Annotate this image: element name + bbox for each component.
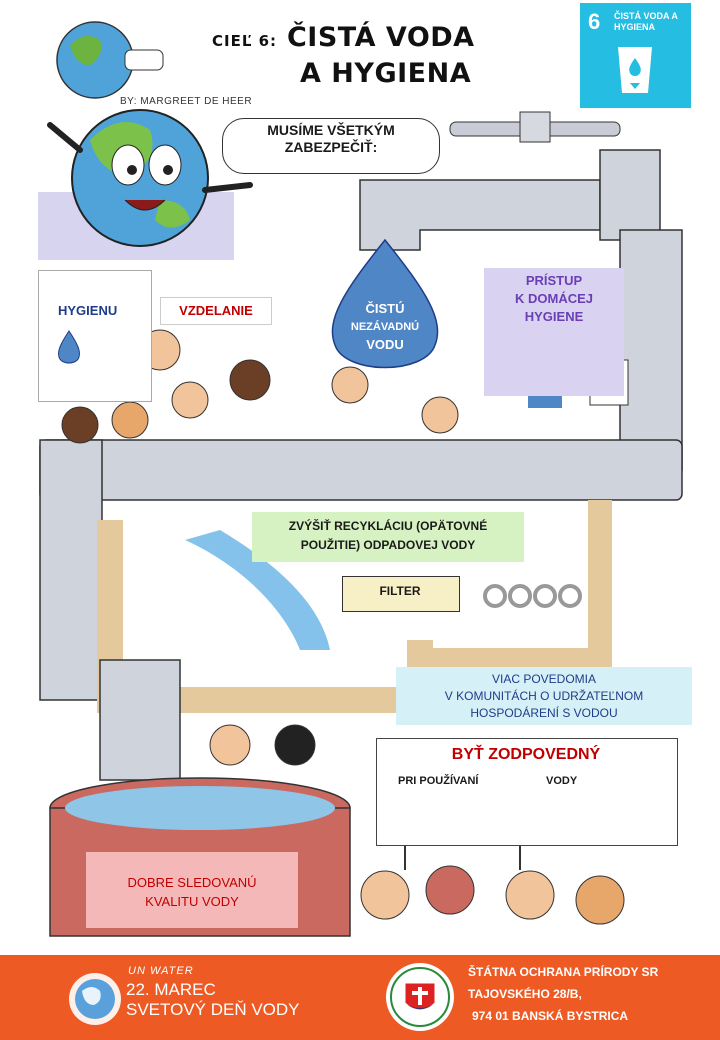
small-drop-icon	[58, 330, 80, 364]
horizontal-pipe	[39, 439, 683, 501]
awareness-label: VIAC POVEDOMIA V KOMUNITÁCH O UDRŽATEĽNO…	[396, 671, 692, 722]
drop-line3: VODU	[366, 337, 404, 352]
footer-date: 22. MAREC SVETOVÝ DEŇ VODY	[126, 980, 300, 1020]
un-water-logo-text: UN WATER	[128, 965, 194, 977]
speech-line2: ZABEZPEČIŤ:	[284, 139, 378, 155]
quality-box	[86, 852, 298, 928]
label-hygienu: HYGIENU	[58, 303, 118, 318]
children-group-icon	[61, 329, 459, 444]
pristup-label: PRÍSTUP K DOMÁCEJ HYGIENE	[484, 272, 624, 326]
drop-label: ČISTÚ NEZÁVADNÚ VODU	[330, 300, 440, 354]
hygiene-board	[38, 270, 152, 402]
title-main: ČISTÁ VODA	[286, 22, 475, 53]
pristup-line3: HYGIENE	[524, 309, 584, 324]
footer-bar: UN WATER 22. MAREC SVETOVÝ DEŇ VODY ŠTÁT…	[0, 955, 720, 1040]
label-vzdelanie: VZDELANIE	[160, 297, 272, 325]
awareness-line1: VIAC POVEDOMIA	[491, 672, 597, 686]
pouring-water	[185, 530, 330, 650]
recycle-label: ZVÝŠIŤ RECYKLÁCIU (OPÄTOVNÉ POUŽITIE) OD…	[252, 517, 524, 555]
awareness-box	[396, 667, 692, 725]
footer-address: ŠTÁTNA OCHRANA PRÍRODY SR TAJOVSKÉHO 28/…	[468, 961, 658, 1027]
title-prefix: CIEĽ 6:	[212, 32, 278, 50]
responsibility-sign	[376, 738, 678, 846]
awareness-line2: V KOMUNITÁCH O UDRŽATEĽNOM	[444, 689, 644, 703]
pristup-box	[484, 268, 624, 396]
quality-line1: DOBRE SLEDOVANÚ	[127, 875, 257, 890]
left-pipe	[39, 439, 103, 701]
pristup-line2: K DOMÁCEJ	[514, 291, 593, 306]
drop-line2: NEZÁVADNÚ	[350, 321, 420, 333]
address-line1: ŠTÁTNA OCHRANA PRÍRODY SR	[468, 965, 659, 979]
drop-line1: ČISTÚ	[365, 301, 405, 316]
responsibility-text-left: PRI POUŽÍVANÍ	[398, 775, 479, 787]
recycle-line1: ZVÝŠIŤ RECYKLÁCIU (OPÄTOVNÉ	[288, 519, 488, 533]
awareness-line3: HOSPODÁRENÍ S VODOU	[470, 706, 618, 720]
page-title-line2: A HYGIENA	[300, 58, 472, 89]
address-line2: TAJOVSKÉHO 28/B,	[468, 987, 582, 1001]
globe-logo-icon	[56, 21, 164, 99]
sdg-number: 6	[588, 9, 601, 34]
infographic-scene: CIEĽ 6: ČISTÁ VODA A HYGIENA BY: MARGREE…	[38, 3, 692, 937]
address-line3: 974 01 BANSKÁ BYSTRICA	[472, 1009, 629, 1023]
filter-box	[342, 576, 460, 612]
right-pipe	[619, 229, 683, 471]
recycle-line2: POUŽITIE) ODPADOVEJ VODY	[300, 538, 476, 552]
date-line1: 22. MAREC	[126, 980, 216, 999]
pristup-line1: PRÍSTUP	[525, 273, 583, 288]
globe-character-icon	[38, 109, 253, 260]
responsibility-text-right: VODY	[546, 775, 578, 787]
byline: BY: MARGREET DE HEER	[120, 96, 253, 107]
responsibility-title: BYŤ ZODPOVEDNÝ	[451, 746, 601, 763]
page-title-line1: CIEĽ 6: ČISTÁ VODA	[212, 22, 475, 53]
water-drop-icon	[331, 238, 439, 369]
speech-line1: MUSÍME VŠETKÝM	[267, 122, 395, 138]
un-water-globe-icon	[69, 973, 121, 1025]
adults-drinking-icon	[209, 724, 316, 766]
sdg-label: ČISTÁ VODA A HYGIENA	[614, 11, 678, 32]
coil-icon	[483, 584, 582, 608]
sdg-badge: 6 ČISTÁ VODA A HYGIENA	[580, 3, 691, 108]
quality-label: DOBRE SLEDOVANÚ KVALITU VODY	[86, 873, 298, 911]
quality-line2: KVALITU VODY	[145, 894, 239, 909]
recycle-box	[252, 512, 524, 562]
water-glass-icon	[618, 47, 652, 93]
state-emblem-icon	[386, 963, 454, 1031]
speech-bubble: MUSÍME VŠETKÝM ZABEZPEČIŤ:	[222, 118, 440, 174]
date-line2: SVETOVÝ DEŇ VODY	[126, 1000, 300, 1019]
filter-label: FILTER	[379, 584, 421, 598]
